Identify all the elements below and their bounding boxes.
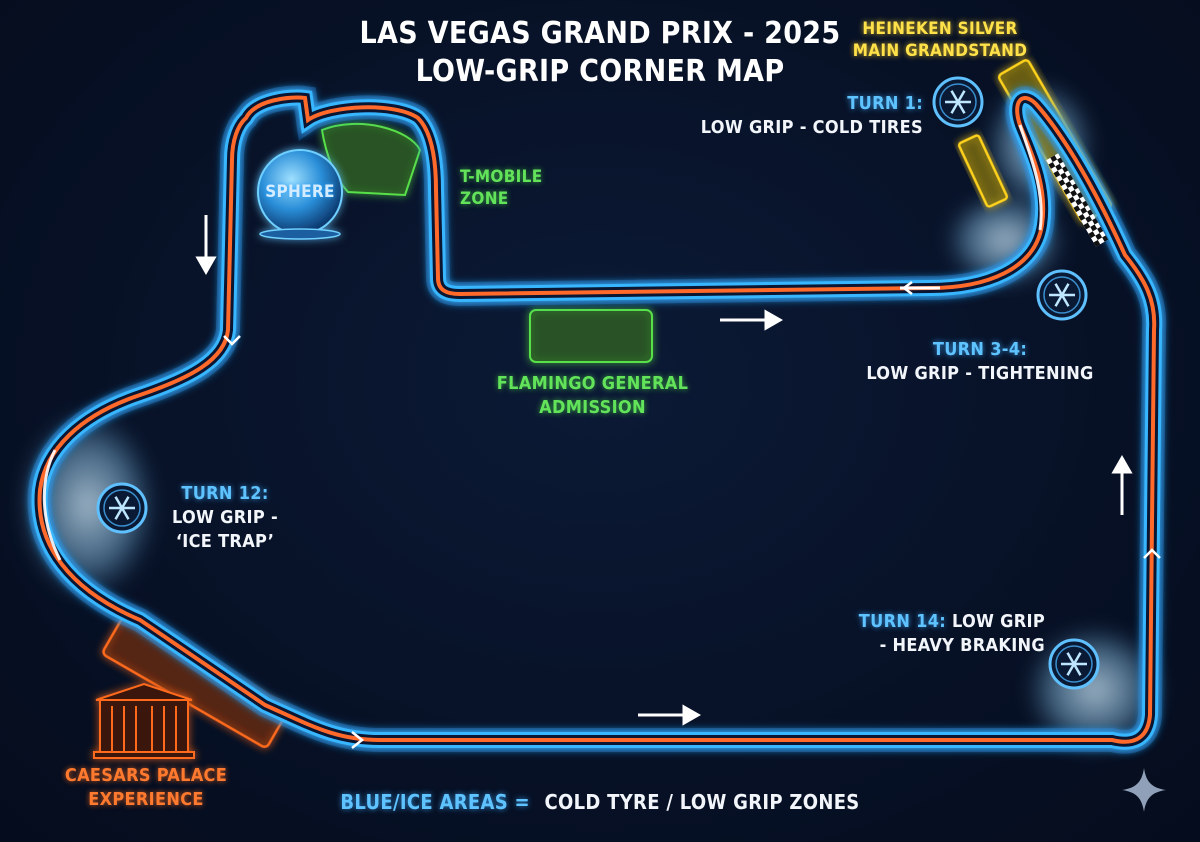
grandstand-label-line2: MAIN GRANDSTAND <box>852 41 1028 61</box>
direction-arrows <box>195 215 1133 726</box>
tmobile-label-line2: ZONE <box>460 189 509 209</box>
snowflake-badges <box>96 76 1100 690</box>
flamingo-label-line1: FLAMINGO GENERAL <box>496 373 689 394</box>
grandstand-label-line1: HEINEKEN SILVER <box>862 19 1018 39</box>
turn14-desc-line1: LOW GRIP <box>952 611 1045 632</box>
legend-key: BLUE/ICE AREAS = <box>340 790 530 814</box>
flamingo-label: FLAMINGO GENERAL ADMISSION <box>480 372 705 420</box>
turn1-label: TURN 1: LOW GRIP - COLD TIRES <box>695 92 923 140</box>
chevron-left-icon <box>901 281 913 295</box>
chevron-up-icon <box>1143 548 1161 559</box>
flamingo-area <box>529 309 653 363</box>
direction-arrow-icon <box>1111 454 1133 515</box>
tmobile-zone-area <box>320 122 422 197</box>
direction-arrow-icon <box>720 309 784 331</box>
chevron-right-icon <box>351 731 365 749</box>
snowflake-icon <box>1048 638 1100 690</box>
map-title: LAS VEGAS GRAND PRIX - 2025 <box>359 16 841 51</box>
turn14-label: TURN 14: LOW GRIP - HEAVY BRAKING <box>840 610 1045 658</box>
caesars-label: CAESARS PALACE EXPERIENCE <box>46 764 246 812</box>
turn14-desc-line2: - HEAVY BRAKING <box>879 635 1045 656</box>
turn12-desc-line2: ‘ICE TRAP’ <box>175 531 275 552</box>
sparkle-icon <box>1122 768 1166 812</box>
grandstand-label: HEINEKEN SILVER MAIN GRANDSTAND <box>845 18 1035 62</box>
track <box>40 98 1155 742</box>
legend: BLUE/ICE AREAS = COLD TYRE / LOW GRIP ZO… <box>0 790 1200 814</box>
tmobile-label: T-MOBILE ZONE <box>460 166 542 210</box>
sphere-icon <box>257 149 343 240</box>
turn1-desc: LOW GRIP - COLD TIRES <box>700 117 923 138</box>
direction-arrow-icon <box>638 704 702 726</box>
turn12-name: TURN 12: <box>181 483 269 504</box>
turn1-name: TURN 1: <box>847 93 923 114</box>
icy-line-t12 <box>42 449 62 561</box>
turn34-label: TURN 3-4: LOW GRIP - TIGHTENING <box>855 338 1105 386</box>
snowflake-icon <box>932 76 984 128</box>
turn34-desc: LOW GRIP - TIGHTENING <box>866 363 1094 384</box>
legend-value: COLD TYRE / LOW GRIP ZONES <box>544 790 860 814</box>
turn14-name: TURN 14: <box>858 611 947 632</box>
palace-icon <box>93 682 195 759</box>
map-subtitle: LOW-GRIP CORNER MAP <box>415 54 785 89</box>
checkered-flag-icon <box>1045 153 1109 247</box>
direction-arrow-icon <box>195 215 217 276</box>
tmobile-label-line1: T-MOBILE <box>460 167 543 187</box>
chevron-down-icon <box>223 335 241 346</box>
track-chevrons <box>223 281 1161 749</box>
icy-line-t1 <box>1018 124 1043 231</box>
caesars-label-line2: EXPERIENCE <box>88 789 204 810</box>
turn12-desc-line1: LOW GRIP - <box>172 507 278 528</box>
snowflake-icon <box>96 482 148 534</box>
turn34-name: TURN 3-4: <box>932 339 1028 360</box>
caesars-label-line1: CAESARS PALACE <box>64 765 228 786</box>
grandstand-small <box>957 134 1009 208</box>
flamingo-label-line2: ADMISSION <box>539 397 646 418</box>
snowflake-icon <box>1036 269 1088 321</box>
turn12-label: TURN 12: LOW GRIP - ‘ICE TRAP’ <box>160 482 290 554</box>
sphere-label: SPHERE <box>265 182 335 202</box>
